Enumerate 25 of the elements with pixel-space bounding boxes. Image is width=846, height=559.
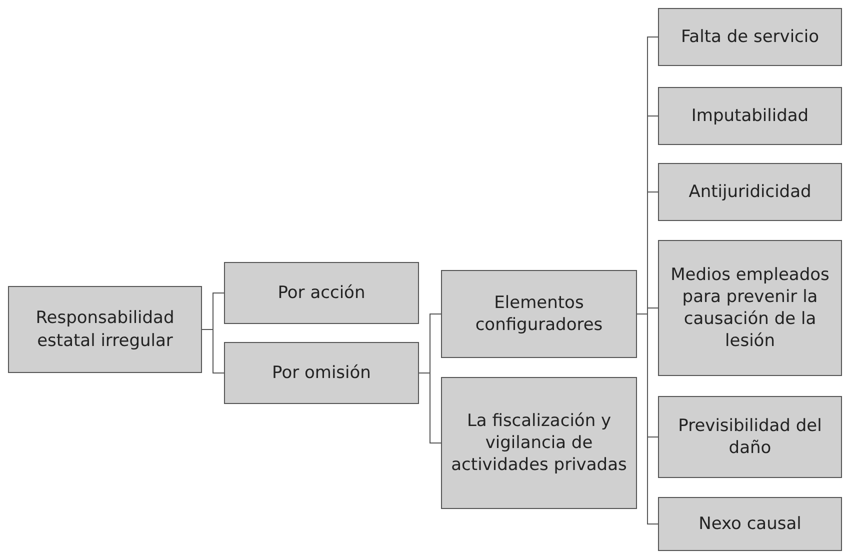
- category-box: [441, 270, 637, 358]
- box-label: Nexo causal: [698, 512, 802, 536]
- category-box: [658, 163, 842, 221]
- box-label: Imputabilidad: [691, 104, 809, 128]
- category-box: [224, 262, 419, 324]
- category-box: [224, 342, 419, 404]
- box-label: Responsabilidad estatal irregular: [34, 307, 176, 352]
- box-label: Por omisión: [272, 362, 371, 384]
- connector-line: [636, 314, 658, 524]
- category-box: [658, 87, 842, 145]
- connector-line: [418, 372, 442, 444]
- category-box: [658, 240, 842, 376]
- connector-line: [202, 329, 224, 374]
- category-box: [8, 286, 202, 373]
- box-label: Falta de servicio: [680, 26, 820, 48]
- box-label: Antijuridicidad: [688, 180, 812, 204]
- category-box: [658, 8, 842, 66]
- box-label: La fiscalización y vigilancia de actividades privadas: [450, 410, 628, 476]
- box-label: Elementos configuradores: [474, 292, 604, 336]
- category-box: [658, 396, 842, 478]
- box-label: Por acción: [278, 282, 366, 304]
- category-box: [658, 497, 842, 551]
- category-box: [441, 377, 637, 509]
- box-label: Medios empleados para prevenir la causación de la lesión: [670, 264, 830, 352]
- box-label: Previsibilidad del daño: [677, 414, 823, 460]
